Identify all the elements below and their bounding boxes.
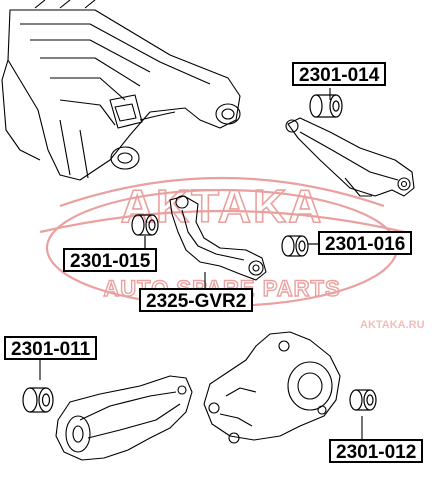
svg-text:AKTAKA: AKTAKA (121, 180, 324, 232)
link-2325-gvr2-drawing (169, 195, 267, 288)
part-number-2325-gvr2: 2325-GVR2 (139, 288, 254, 312)
rear-subframe-drawing (1, 0, 241, 181)
aktaka-watermark: AKTAKA AUTO SPARE PARTS AKTAKA.RU (39, 176, 425, 331)
part-number-2301-012: 2301-012 (329, 439, 424, 463)
bushing-2301-012 (349, 389, 377, 411)
part-number-2301-014: 2301-014 (292, 62, 387, 86)
bushing-2301-014 (309, 94, 343, 118)
upper-control-arm-drawing (285, 88, 415, 197)
part-number-2301-015: 2301-015 (63, 248, 158, 272)
trailing-arm-drawing (39, 360, 193, 461)
bushing-2301-015 (131, 214, 159, 248)
wheel-knuckle-drawing (203, 331, 363, 444)
part-number-2301-011: 2301-011 (4, 336, 98, 360)
svg-text:AKTAKA.RU: AKTAKA.RU (360, 319, 425, 331)
part-number-2301-016: 2301-016 (318, 231, 413, 255)
bushing-2301-011 (22, 387, 54, 413)
bushing-2301-016 (281, 235, 318, 257)
